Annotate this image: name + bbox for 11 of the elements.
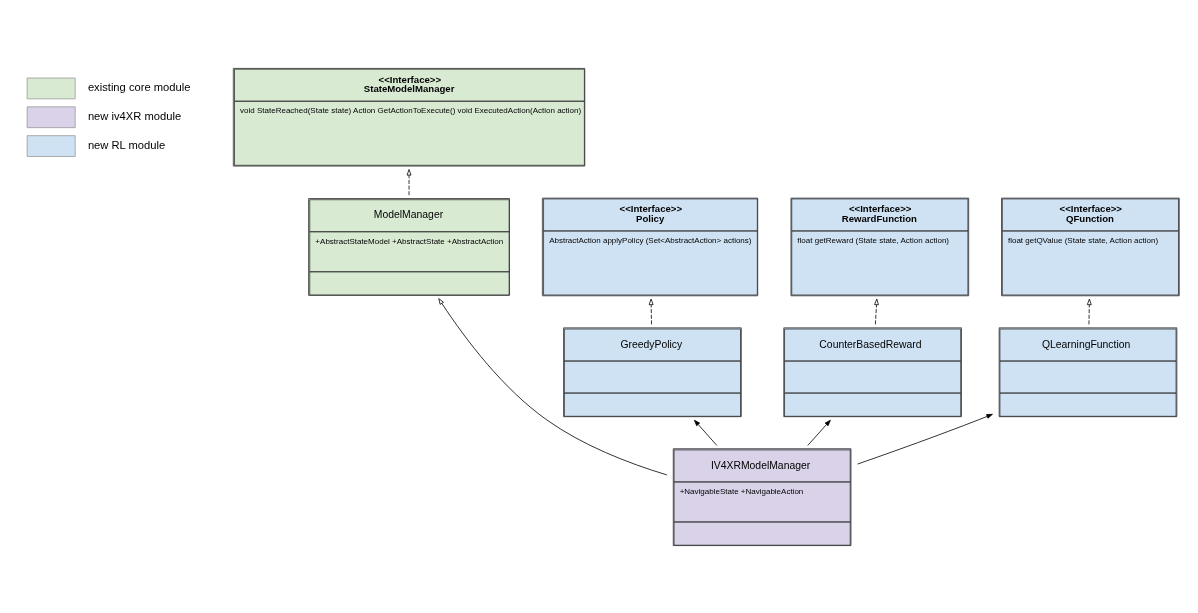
arrow (1086, 298, 1092, 325)
arrow (694, 419, 718, 446)
arrow (857, 413, 993, 464)
arrow (807, 419, 831, 446)
legend-label: existing core module (87, 80, 191, 93)
arrow (406, 168, 412, 196)
legend-label: new RL module (87, 138, 166, 151)
legend-label: new iv4XR module (87, 109, 182, 122)
arrow (874, 298, 879, 325)
arrow (438, 297, 668, 475)
arrow (648, 298, 654, 325)
